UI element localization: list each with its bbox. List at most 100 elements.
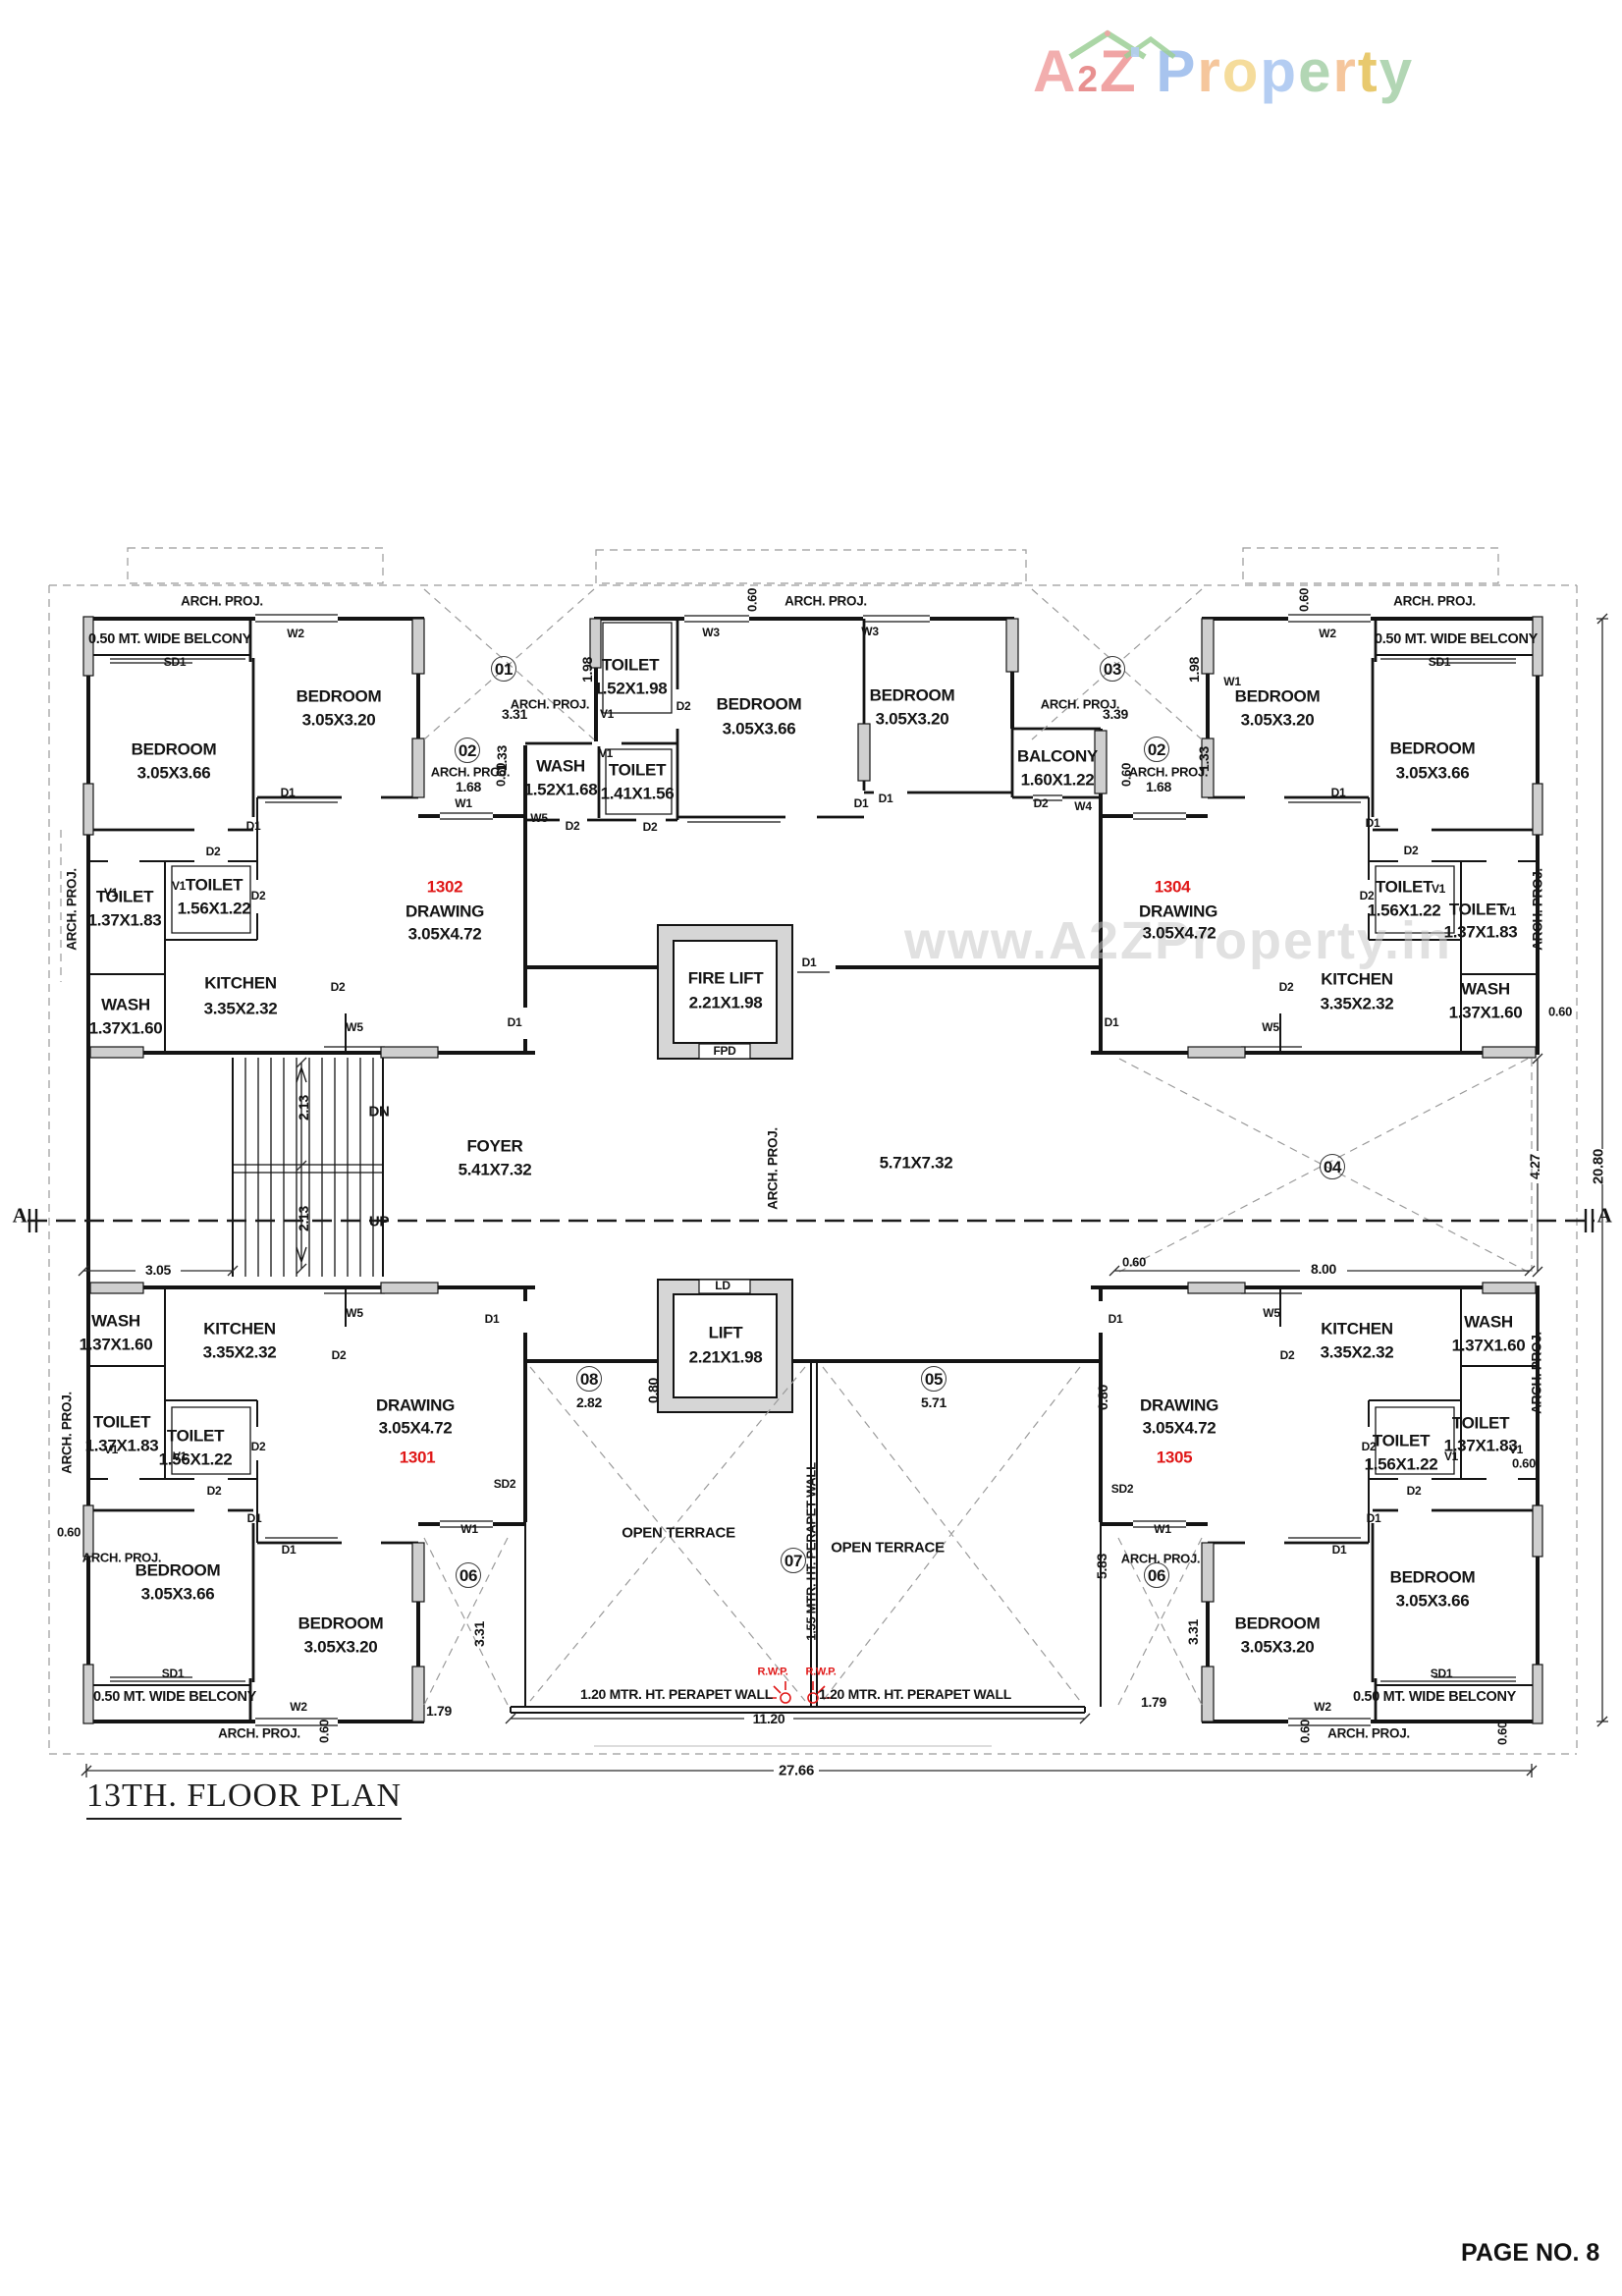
logo-letter: o <box>1221 38 1261 104</box>
plan-label: ARCH. PROJ. <box>1327 1725 1410 1741</box>
plan-label: TOILET <box>1448 900 1507 919</box>
plan-label: 5.71 <box>920 1394 947 1410</box>
plan-label: D1 <box>1108 1312 1123 1326</box>
grid-bubble-label: 08 <box>576 1366 602 1392</box>
plan-label: D2 <box>1278 980 1294 994</box>
plan-label: BALCONY <box>1017 746 1098 766</box>
plan-label: TOILET <box>1372 1431 1431 1450</box>
plan-label: 0.60 <box>1494 1721 1510 1746</box>
plan-label: 0.60 <box>1511 1455 1537 1471</box>
plan-label: 0.60 <box>493 762 509 788</box>
plan-label: TOILET <box>185 875 243 895</box>
plan-label: 0.50 MT. WIDE BELCONY <box>92 1688 257 1705</box>
plan-label: 1.98 <box>579 656 595 683</box>
plan-label: D1 <box>507 1015 522 1029</box>
plan-label: 0.60 <box>56 1524 81 1540</box>
plan-label: TOILET <box>92 1412 151 1432</box>
plan-label: BEDROOM <box>297 1613 384 1633</box>
plan-label: 1.37X1.60 <box>88 1018 163 1038</box>
grid-bubble-label: 06 <box>1144 1562 1169 1588</box>
plan-label: D1 <box>484 1312 500 1326</box>
plan-label: 1304 <box>1154 877 1191 897</box>
plan-label: 1.68 <box>1145 779 1172 794</box>
plan-label: 2.82 <box>575 1394 603 1410</box>
plan-label: 2.21X1.98 <box>688 993 763 1012</box>
plan-label: 3.05X4.72 <box>1142 1418 1216 1438</box>
plan-label: D1 <box>801 956 817 969</box>
plan-label: D2 <box>1403 844 1419 857</box>
plan-label: 1.55 MTR. HT. PERAPET WALL <box>803 1462 819 1641</box>
plan-label: 3.35X2.32 <box>202 1342 277 1362</box>
grid-bubble-label: 06 <box>456 1562 481 1588</box>
plan-label: D2 <box>676 699 691 713</box>
plan-label: 1.56X1.22 <box>1364 1454 1438 1474</box>
plan-label: D1 <box>281 1543 297 1557</box>
plan-label: D2 <box>1406 1484 1422 1498</box>
plan-label: DRAWING <box>1138 902 1218 921</box>
logo-letter: e <box>1298 38 1333 104</box>
plan-label: D1 <box>246 1511 262 1525</box>
plan-label: 1.52X1.68 <box>523 780 598 799</box>
plan-label: D2 <box>250 889 266 902</box>
plan-label: 1.20 MTR. HT. PERAPET WALL <box>818 1686 1012 1702</box>
plan-label: R.W.P. <box>757 1666 788 1678</box>
logo-letter: A <box>1033 38 1078 104</box>
plan-label: 2.13 <box>296 1205 311 1232</box>
plan-label: SD1 <box>163 655 187 669</box>
plan-label: SD1 <box>1430 1667 1453 1680</box>
plan-label: 1.56X1.22 <box>1367 901 1441 920</box>
plan-label: W5 <box>346 1306 363 1320</box>
plan-label: D2 <box>1279 1348 1295 1362</box>
plan-label: BEDROOM <box>1389 738 1476 758</box>
plan-label: W1 <box>1154 1522 1171 1536</box>
plan-label: ARCH. PROJ. <box>218 1725 300 1741</box>
plan-label: TOILET <box>1451 1413 1510 1433</box>
plan-label: ARCH. PROJ. <box>430 764 511 780</box>
plan-label: 0.60 <box>316 1719 332 1744</box>
plan-label: UP <box>368 1213 390 1230</box>
plan-label: 1.37X1.60 <box>1448 1003 1523 1022</box>
plan-label: ARCH. PROJ. <box>1040 696 1120 712</box>
plan-label: 1.37X1.60 <box>79 1335 153 1354</box>
plan-label: 5.71X7.32 <box>879 1153 953 1173</box>
plan-label: ARCH. PROJ. <box>1530 868 1545 951</box>
plan-label: R.W.P. <box>805 1666 837 1678</box>
grid-bubble-label: 03 <box>1100 656 1125 682</box>
grid-bubble-label: 02 <box>1144 737 1169 762</box>
plan-label: DRAWING <box>375 1395 456 1415</box>
plan-label: W1 <box>1223 675 1241 688</box>
plan-label: D1 <box>853 796 869 810</box>
plan-label: 0.50 MT. WIDE BELCONY <box>1374 630 1539 647</box>
plan-label: 8.00 <box>1310 1261 1337 1277</box>
plan-label: 0.60 <box>744 587 760 613</box>
plan-label: 5.83 <box>1094 1553 1109 1580</box>
plan-label: 1.52X1.98 <box>593 679 668 698</box>
plan-label: WASH <box>1464 1312 1513 1332</box>
plan-label: D2 <box>250 1440 266 1453</box>
plan-label: W3 <box>702 626 720 639</box>
open-terrace-and-lift <box>510 1279 1102 1714</box>
plan-label: 1.56X1.22 <box>177 899 251 918</box>
plan-label: DRAWING <box>405 902 485 921</box>
plan-label: V1 <box>1443 1449 1459 1463</box>
plan-label: ARCH. PROJ. <box>181 593 263 609</box>
plan-label: DRAWING <box>1139 1395 1219 1415</box>
logo: A2Z Property <box>1033 29 1414 105</box>
fire-lift-shaft <box>657 924 793 1060</box>
plan-label: V1 <box>171 879 187 893</box>
plan-label: 1.60X1.22 <box>1020 770 1095 790</box>
logo-text: A2Z Property <box>1033 38 1414 104</box>
plan-label: FIRE LIFT <box>687 968 764 988</box>
plan-label: FPD <box>713 1044 736 1058</box>
plan-label: TOILET <box>601 655 660 675</box>
plan-label: ARCH. PROJ. <box>59 1392 75 1474</box>
plan-label: D2 <box>565 819 580 833</box>
plan-label: 0.50 MT. WIDE BELCONY <box>87 630 252 647</box>
plan-label: SD1 <box>1428 655 1451 669</box>
plan-label: W4 <box>1074 799 1092 813</box>
grid-bubble-label: 07 <box>781 1548 806 1573</box>
plan-label: 1301 <box>399 1448 436 1467</box>
plan-label: ARCH. PROJ. <box>765 1127 781 1210</box>
plan-label: WASH <box>1461 979 1510 999</box>
plan-label: 1.41X1.56 <box>600 784 675 803</box>
